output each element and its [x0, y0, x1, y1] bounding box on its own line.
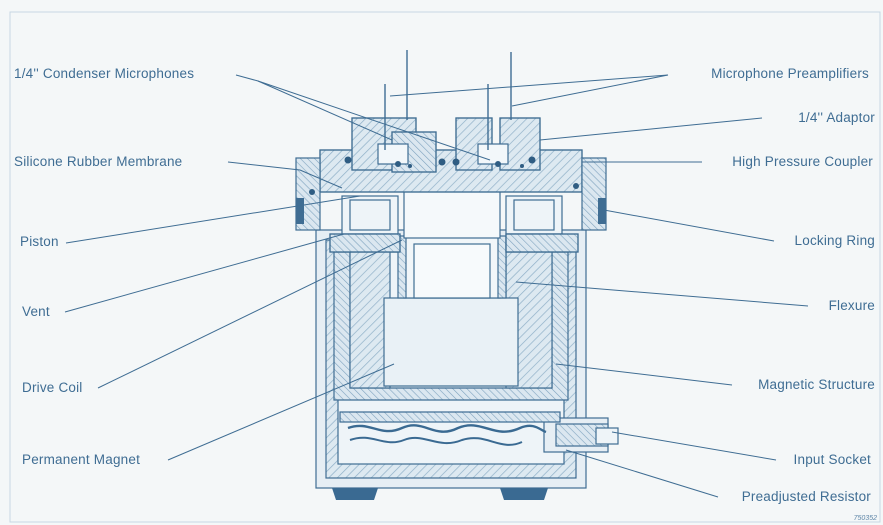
frame-border [9, 11, 881, 523]
flexure [329, 233, 579, 253]
label-silicone-rubber-membrane: Silicone Rubber Membrane [14, 154, 183, 169]
label-preadjusted-resistor: Preadjusted Resistor [741, 489, 871, 504]
drive-coil [397, 235, 507, 299]
leader-flexure [515, 281, 809, 307]
feet [332, 488, 548, 500]
leader-preamps-2 [511, 74, 669, 107]
input-socket [543, 417, 619, 453]
label-condenser-microphones: 1/4'' Condenser Microphones [14, 66, 195, 81]
figure-code: 750352 [853, 515, 877, 522]
label-high-pressure-coupler: High Pressure Coupler [732, 154, 873, 169]
label-piston: Piston [20, 234, 59, 249]
base-wiring [339, 411, 561, 446]
label-flexure: Flexure [828, 298, 875, 313]
label-adaptor: 1/4'' Adaptor [798, 110, 875, 125]
leader-preamps-1 [389, 74, 669, 97]
leader-locking [603, 209, 775, 242]
leader-condenser-2 [257, 80, 491, 161]
leader-vent [64, 233, 345, 313]
label-drive-coil: Drive Coil [22, 380, 83, 395]
leader-drive-coil [97, 239, 403, 389]
piston [341, 187, 563, 239]
leader-lines [64, 74, 809, 498]
o-rings [309, 156, 579, 195]
label-microphone-preamplifiers: Microphone Preamplifiers [711, 66, 869, 81]
leader-input [611, 431, 777, 461]
leader-resistor [565, 449, 719, 498]
leader-magnet [167, 363, 395, 461]
locking-ring [296, 198, 606, 224]
permanent-magnet [383, 297, 519, 387]
label-input-socket: Input Socket [793, 452, 871, 467]
leader-membrane [227, 161, 343, 189]
leader-magstruct [555, 363, 733, 386]
label-vent: Vent [22, 304, 50, 319]
leader-adaptor [539, 117, 763, 141]
label-permanent-magnet: Permanent Magnet [22, 452, 141, 467]
leader-piston [65, 195, 361, 244]
label-magnetic-structure: Magnetic Structure [758, 377, 875, 392]
label-locking-ring: Locking Ring [794, 233, 875, 248]
lead-wires [384, 50, 512, 150]
